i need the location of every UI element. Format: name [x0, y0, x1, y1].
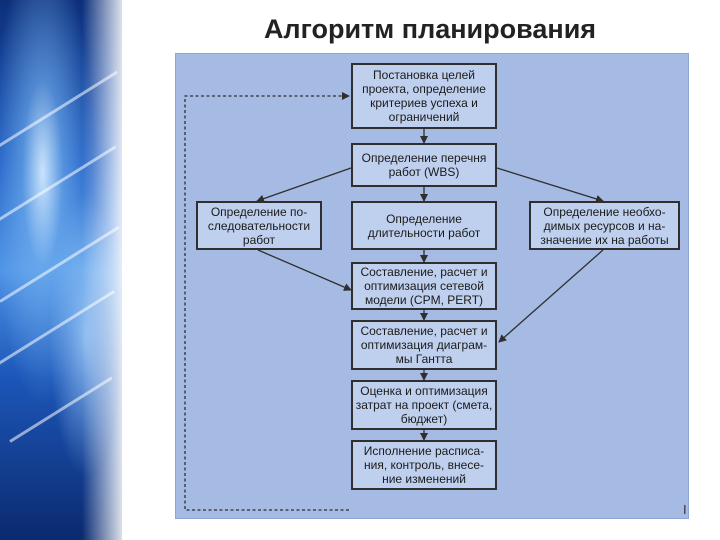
- arrow-wbs-to-resources: [496, 167, 604, 203]
- step-network-box: Составление, расчет и оптимизация сетево…: [351, 262, 497, 310]
- step-wbs-box: Определение перечня работ (WBS): [351, 143, 497, 187]
- arrow-sequence-to-network: [257, 249, 352, 291]
- step-resources-box: Определение необхо-димых ресурсов и на-з…: [529, 201, 680, 250]
- corner-mark: I: [683, 502, 687, 517]
- step-goals-box: Постановка целей проекта, определение кр…: [351, 63, 497, 129]
- decorative-sidebar-image: [0, 0, 122, 540]
- step-execution-box: Исполнение расписа-ния, контроль, внесе-…: [351, 440, 497, 490]
- arrow-wbs-to-sequence: [256, 167, 352, 203]
- step-duration-box: Определение длительности работ: [351, 201, 497, 250]
- feedback-loop-arrow: [184, 92, 350, 511]
- arrow-resources-to-gantt: [498, 249, 604, 343]
- step-sequence-box: Определение по-следовательности работ: [196, 201, 322, 250]
- page-title: Алгоритм планирования: [263, 14, 597, 44]
- step-cost-box: Оценка и оптимизация затрат на проект (с…: [351, 380, 497, 430]
- step-gantt-box: Составление, расчет и оптимизация диагра…: [351, 320, 497, 370]
